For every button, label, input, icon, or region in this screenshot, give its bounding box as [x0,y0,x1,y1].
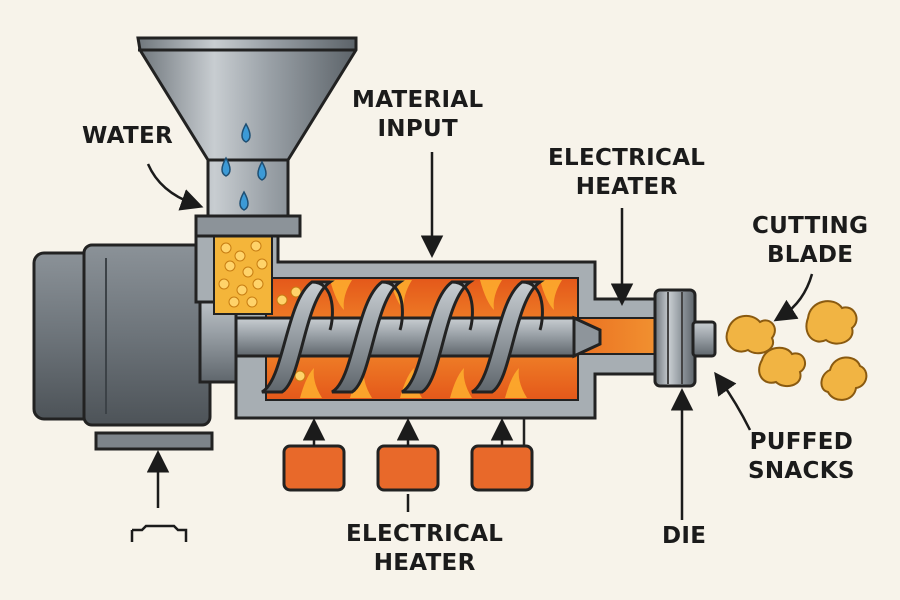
label-die: DIE [662,523,707,549]
snack-icon [725,300,868,401]
label-puffed-snacks: PUFFED SNACKS [748,429,855,484]
heater-blocks [282,418,534,492]
label-electrical-heater-bottom: ELECTRICAL HEATER [346,521,504,576]
motor [32,243,242,451]
die [653,288,717,388]
label-water: WATER [82,123,173,149]
arrow-icon [146,152,814,520]
label-material-input: MATERIAL INPUT [352,87,484,142]
water-drop-icon [221,122,267,211]
label-electrical-heater-top: ELECTRICAL HEATER [548,145,706,200]
screw-icon [234,280,602,394]
base-bracket [130,524,188,542]
label-cutting-blade: CUTTING BLADE [752,213,869,268]
